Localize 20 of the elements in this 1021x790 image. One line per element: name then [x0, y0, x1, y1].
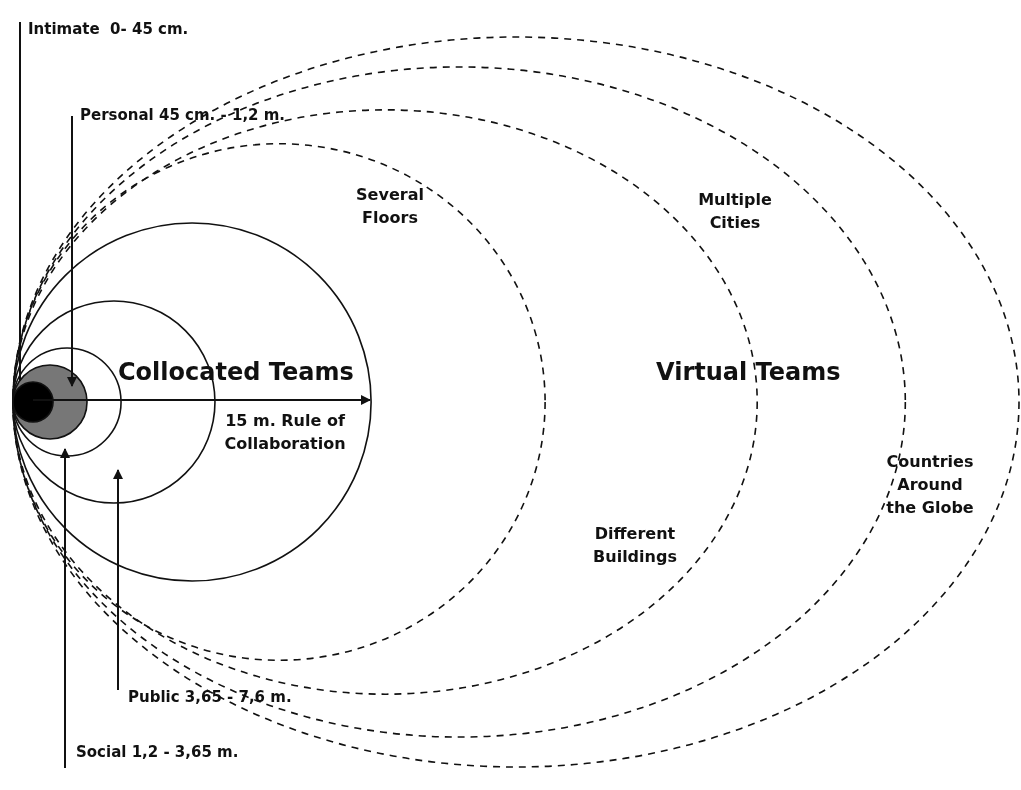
region-label: Countries Around the Globe: [885, 451, 975, 519]
zone-circle: [12, 222, 372, 582]
zone-label: Intimate 0- 45 cm.: [28, 18, 189, 40]
zone-label: Personal 45 cm. - 1,2 m.: [80, 104, 286, 126]
zone-label: Social 1,2 - 3,65 m.: [76, 741, 239, 763]
edge-label: 15 m. Rule of Collaboration: [223, 410, 347, 455]
arrow: [32, 395, 371, 405]
region-title: Virtual Teams: [656, 358, 841, 386]
arrow: [113, 469, 123, 691]
leader-line: [19, 21, 21, 382]
region-label: Multiple Cities: [697, 189, 773, 234]
arrow: [60, 448, 70, 769]
region-label: Different Buildings: [592, 523, 678, 568]
dashed-zone-ellipse: [12, 36, 1020, 768]
zone-label: Public 3,65 - 7,6 m.: [128, 686, 292, 708]
region-label: Several Floors: [355, 184, 425, 229]
dashed-zone-ellipse: [12, 142, 546, 662]
filled-circle: [12, 381, 54, 423]
filled-circle: [12, 364, 88, 440]
arrow: [67, 115, 77, 387]
